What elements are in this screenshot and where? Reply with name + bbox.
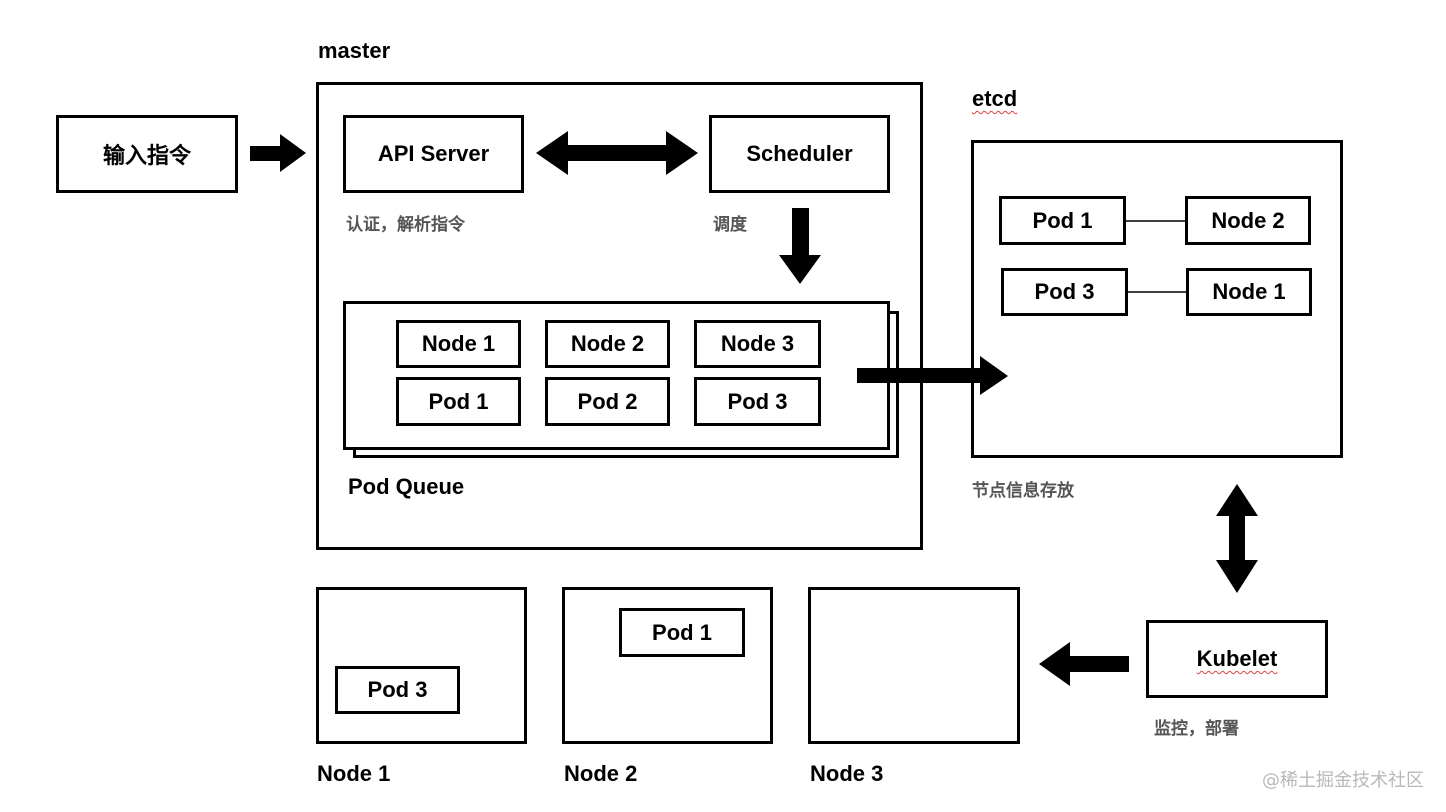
etcd-node-2: Node 2 xyxy=(1185,196,1311,245)
worker-node-2-pod-label: Pod 1 xyxy=(652,619,712,645)
worker-node-1-pod: Pod 3 xyxy=(335,666,460,714)
scheduler-label: Scheduler xyxy=(746,141,853,166)
queue-pod-1: Pod 1 xyxy=(396,377,521,426)
api-server-label: API Server xyxy=(377,141,490,166)
kubelet-note: 监控，部署 xyxy=(1154,719,1239,739)
master-title: master xyxy=(318,38,391,63)
etcd-title: etcd xyxy=(972,86,1018,111)
worker-node-1-label: Node 1 xyxy=(317,761,391,786)
arrow-kubelet-to-nodes xyxy=(1039,642,1129,686)
etcd-node-1-label: Node 1 xyxy=(1212,279,1286,304)
worker-node-1 xyxy=(316,587,527,744)
worker-node-3 xyxy=(808,587,1020,744)
arrow-etcd-kubelet xyxy=(1216,484,1258,593)
etcd-node-1: Node 1 xyxy=(1186,268,1312,316)
queue-node-3: Node 3 xyxy=(694,320,821,368)
queue-pod-3: Pod 3 xyxy=(694,377,821,426)
etcd-pod-3-label: Pod 3 xyxy=(1034,279,1095,304)
queue-pod-2-label: Pod 2 xyxy=(577,388,638,414)
etcd-node-2-label: Node 2 xyxy=(1211,207,1285,233)
queue-node-3-label: Node 3 xyxy=(720,331,795,356)
scheduler-box: Scheduler xyxy=(709,115,890,193)
input-command-box: 输入指令 xyxy=(56,115,238,193)
queue-node-1-label: Node 1 xyxy=(421,331,496,356)
queue-node-2-label: Node 2 xyxy=(570,331,645,356)
worker-node-2-pod: Pod 1 xyxy=(619,608,745,657)
worker-node-2-label: Node 2 xyxy=(564,761,638,786)
etcd-note: 节点信息存放 xyxy=(972,481,1074,501)
queue-pod-2: Pod 2 xyxy=(545,377,670,426)
queue-pod-1-label: Pod 1 xyxy=(428,388,489,414)
scheduler-note: 调度 xyxy=(713,215,747,235)
etcd-pod-3: Pod 3 xyxy=(1001,268,1128,316)
input-command-label: 输入指令 xyxy=(102,143,191,168)
queue-pod-3-label: Pod 3 xyxy=(727,388,788,414)
kubelet-box: Kubelet xyxy=(1146,620,1328,698)
queue-node-2: Node 2 xyxy=(545,320,670,368)
watermark: @稀土掘金技术社区 xyxy=(1262,770,1424,791)
api-server-box: API Server xyxy=(343,115,524,193)
worker-node-1-pod-label: Pod 3 xyxy=(367,677,428,702)
worker-node-3-label: Node 3 xyxy=(810,761,884,786)
etcd-pod-1-label: Pod 1 xyxy=(1032,207,1093,233)
kubelet-label: Kubelet xyxy=(1196,646,1278,671)
api-server-note: 认证，解析指令 xyxy=(346,215,465,235)
queue-node-1: Node 1 xyxy=(396,320,521,368)
pod-queue-title: Pod Queue xyxy=(348,474,465,499)
etcd-pod-1: Pod 1 xyxy=(999,196,1126,245)
arrow-input-to-api xyxy=(250,134,306,172)
